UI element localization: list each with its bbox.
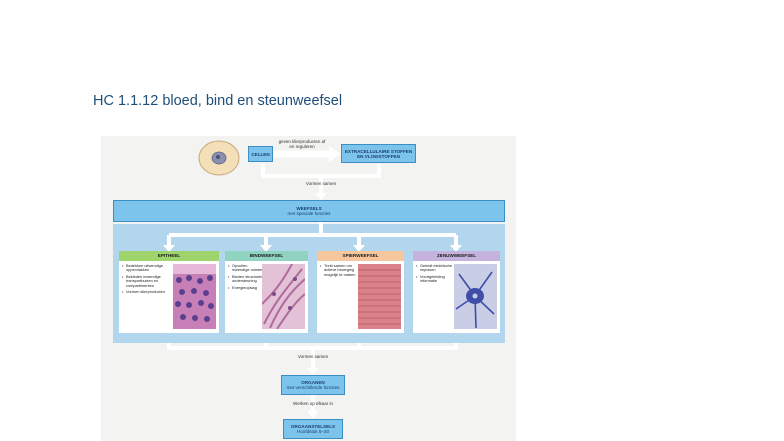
cell-illustration — [198, 140, 240, 176]
epitheel-micrograph — [173, 264, 216, 329]
panel-bindweefsel: BINDWEEFSEL Opvullen inwendige ruimten B… — [225, 251, 308, 333]
weefsels-box: WEEFSELS met speciale functies — [113, 200, 505, 222]
orgaanstelsels-title: ORGAANSTELSELS — [290, 424, 336, 429]
panel-epitheel: EPITHEEL Bedekken uitwendige oppervlakke… — [119, 251, 219, 333]
orgaanstelsels-box: ORGAANSTELSELS Hoofdstuk 5–20 — [283, 419, 343, 439]
bullet: Opvullen inwendige ruimten — [228, 263, 264, 273]
bullets-bindweefsel: Opvullen inwendige ruimten Bieden struct… — [228, 263, 264, 293]
vormen-samen-label-2: Vormen samen — [297, 354, 329, 359]
werken-op-elkaar-in-label: Werken op elkaar in — [293, 401, 333, 406]
organen-subtitle: met verschillende functies — [286, 385, 340, 391]
bindweefsel-micrograph — [262, 264, 305, 329]
arrow-top-label: geven klierproducten af en reguleren — [278, 139, 326, 149]
organen-box: ORGANEN met verschillende functies — [281, 375, 345, 395]
bullet: Trekt samen om actieve beweging mogelijk… — [320, 263, 358, 277]
spierweefsel-micrograph — [358, 264, 401, 329]
weefsels-subtitle: met speciale functies — [287, 211, 331, 217]
panel-header-zenuwweefsel: ZENUWWEEFSEL — [413, 251, 500, 261]
bullet: Geleidt elektrische impulsen — [416, 263, 454, 273]
panel-header-epitheel: EPITHEEL — [119, 251, 219, 261]
bullet: Bieden structurele ondersteuning — [228, 274, 264, 284]
slide-title: HC 1.1.12 bloed, bind en steunweefsel — [93, 93, 343, 109]
cellen-box: CELLEN — [248, 146, 273, 162]
bullet: Vormen klierproducten — [122, 289, 172, 295]
panel-header-spierweefsel: SPIERWEEFSEL — [317, 251, 404, 261]
panel-zenuwweefsel: ZENUWWEEFSEL Geleidt elektrische impulse… — [413, 251, 500, 333]
panel-spierweefsel: SPIERWEEFSEL Trekt samen om actieve bewe… — [317, 251, 404, 333]
bullet: Voortgeleiding informatie — [416, 274, 454, 284]
bullets-spierweefsel: Trekt samen om actieve beweging mogelijk… — [320, 263, 358, 279]
bullet: Bedekken uitwendige oppervlakken — [122, 263, 172, 273]
panel-header-bindweefsel: BINDWEEFSEL — [225, 251, 308, 261]
bullets-zenuwweefsel: Geleidt elektrische impulsen Voortgeleid… — [416, 263, 454, 286]
organen-title: ORGANEN — [301, 380, 325, 385]
zenuwweefsel-micrograph — [454, 264, 497, 329]
bullets-epitheel: Bedekken uitwendige oppervlakken Beklede… — [122, 263, 172, 297]
diagram-connectors-band — [163, 222, 462, 252]
weefsels-title: WEEFSELS — [296, 206, 322, 211]
bullet: Bekleden inwendige transportbuizen en co… — [122, 274, 172, 288]
vormen-samen-label-1: Vormen samen — [305, 181, 337, 186]
extracellulair-box: EXTRACELLULAIRE STOFFEN EN VLOEISTOFFEN — [341, 144, 416, 163]
tissue-hierarchy-diagram: CELLEN geven klierproducten af en regule… — [101, 136, 516, 441]
bullet: Energieopslag — [228, 285, 264, 291]
orgaanstelsels-subtitle: Hoofdstuk 5–20 — [296, 429, 330, 435]
